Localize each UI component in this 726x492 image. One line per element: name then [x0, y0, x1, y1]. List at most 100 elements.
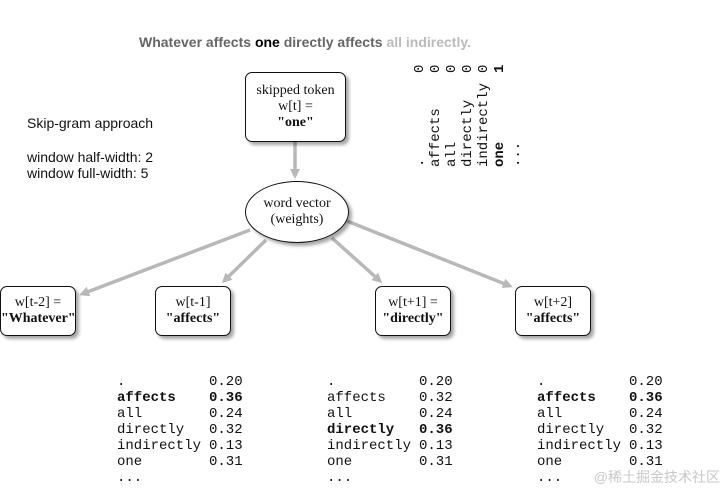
approach-label: Skip-gram approach	[27, 115, 154, 131]
arrow-to-t-plus-1	[330, 236, 383, 284]
skipped-token-word: "one"	[277, 115, 314, 130]
distribution-prob: 0.36	[419, 422, 453, 438]
distribution-row: indirectly 0.13	[117, 438, 243, 454]
context-box-t-plus-2: w[t+2] "affects"	[515, 286, 591, 336]
vocab-value: 0	[460, 64, 476, 73]
distribution-word: directly	[117, 422, 185, 438]
distribution-row: affects 0.36	[537, 390, 663, 406]
distribution-word: ...	[537, 470, 563, 486]
distribution-row: affects 0.36	[117, 390, 243, 406]
distribution-prob: 0.13	[629, 438, 663, 454]
context-box-t-minus-2: w[t-2] = "Whatever"	[0, 286, 76, 336]
title-emphasis: one	[254, 34, 280, 50]
distribution-word: one	[537, 454, 563, 470]
distribution-row: all 0.24	[537, 406, 663, 422]
distribution-word: .	[537, 374, 546, 390]
vocab-word: one	[492, 141, 508, 167]
context-word: "affects"	[165, 311, 221, 326]
distribution-prob: 0.24	[209, 406, 243, 422]
distribution-row: . 0.20	[117, 374, 243, 390]
context-position: w[t+2]	[533, 295, 573, 310]
arrow-to-t-plus-2	[346, 219, 513, 289]
vocab-row: .0	[412, 64, 428, 167]
half-width-label: window half-width: 2	[27, 149, 154, 165]
context-box-t-minus-1: w[t-1] "affects"	[155, 286, 231, 336]
distribution-word: all	[327, 406, 353, 422]
watermark: @稀土掘金技术社区	[593, 469, 720, 485]
vocab-row: affects 0	[428, 64, 444, 167]
distribution-word: one	[327, 454, 353, 470]
distribution-prob: 0.32	[209, 422, 243, 438]
distribution-word: indirectly	[117, 438, 202, 454]
approach-notes: Skip-gram approach window half-width: 2 …	[27, 115, 153, 181]
vocab-value: 0	[476, 64, 492, 73]
distribution-row: ...	[537, 470, 663, 486]
distribution-prob: 0.36	[209, 390, 243, 406]
context-position: w[t-2] =	[14, 295, 62, 310]
title-prefix: Whatever affects	[139, 34, 252, 50]
vocab-row: ...	[508, 64, 524, 167]
vocab-word: affects	[428, 108, 444, 167]
vocab-value: 0	[428, 64, 444, 73]
distribution-row: . 0.20	[327, 374, 453, 390]
distribution-word: indirectly	[537, 438, 622, 454]
distribution-prob: 0.20	[209, 374, 243, 390]
vocab-value	[508, 64, 524, 73]
word-vector-label: word vector	[263, 196, 331, 211]
distribution-row: all 0.24	[117, 406, 243, 422]
vocab-value: 0	[444, 64, 460, 73]
distribution-prob: 0.20	[629, 374, 663, 390]
distribution-row: ...	[327, 470, 453, 486]
distribution-word: affects	[117, 390, 176, 406]
skipped-token-box: skipped token w[t] = "one"	[245, 72, 346, 142]
word-vector-node: word vector (weights)	[245, 181, 349, 243]
distribution-prob: 0.36	[629, 390, 663, 406]
distribution-word: .	[117, 374, 126, 390]
distribution-word: one	[117, 454, 143, 470]
arrow-to-t-minus-2	[79, 228, 251, 297]
distribution-word: directly	[327, 422, 395, 438]
distribution-word: .	[327, 374, 336, 390]
distribution-word: affects	[537, 390, 596, 406]
distribution-row: . 0.20	[537, 374, 663, 390]
title-light: all indirectly.	[386, 34, 471, 50]
distribution-prob: 0.20	[419, 374, 453, 390]
title-middle: directly affects	[283, 34, 383, 50]
context-word: "directly"	[382, 311, 444, 326]
distribution-prob: 0.24	[629, 406, 663, 422]
context-position: w[t+1] =	[388, 295, 438, 310]
context-word: "Whatever"	[1, 311, 76, 326]
distribution-word: all	[117, 406, 143, 422]
distribution-prob: 0.31	[419, 454, 453, 470]
vocab-row: indirectly 0	[476, 64, 492, 167]
full-width-label: window full-width: 5	[27, 165, 149, 181]
distribution-row: one 0.31	[327, 454, 453, 470]
skipped-token-position: w[t] =	[278, 99, 313, 114]
distribution-word: affects	[327, 390, 386, 406]
context-word: "affects"	[525, 311, 581, 326]
context-box-t-plus-1: w[t+1] = "directly"	[375, 286, 451, 336]
distribution-prob: 0.13	[419, 438, 453, 454]
vocab-row: one 1	[492, 64, 508, 167]
distribution-word: ...	[327, 470, 353, 486]
vocab-word: all	[444, 141, 460, 167]
distribution-prob: 0.13	[209, 438, 243, 454]
vocab-value: 1	[492, 64, 508, 73]
distribution-row: directly 0.32	[117, 422, 243, 438]
distribution-word: all	[537, 406, 563, 422]
distribution-row: directly 0.36	[327, 422, 453, 438]
vocab-word: indirectly	[476, 82, 492, 167]
word-vector-sublabel: (weights)	[270, 212, 324, 227]
vocab-word: .	[412, 158, 428, 167]
